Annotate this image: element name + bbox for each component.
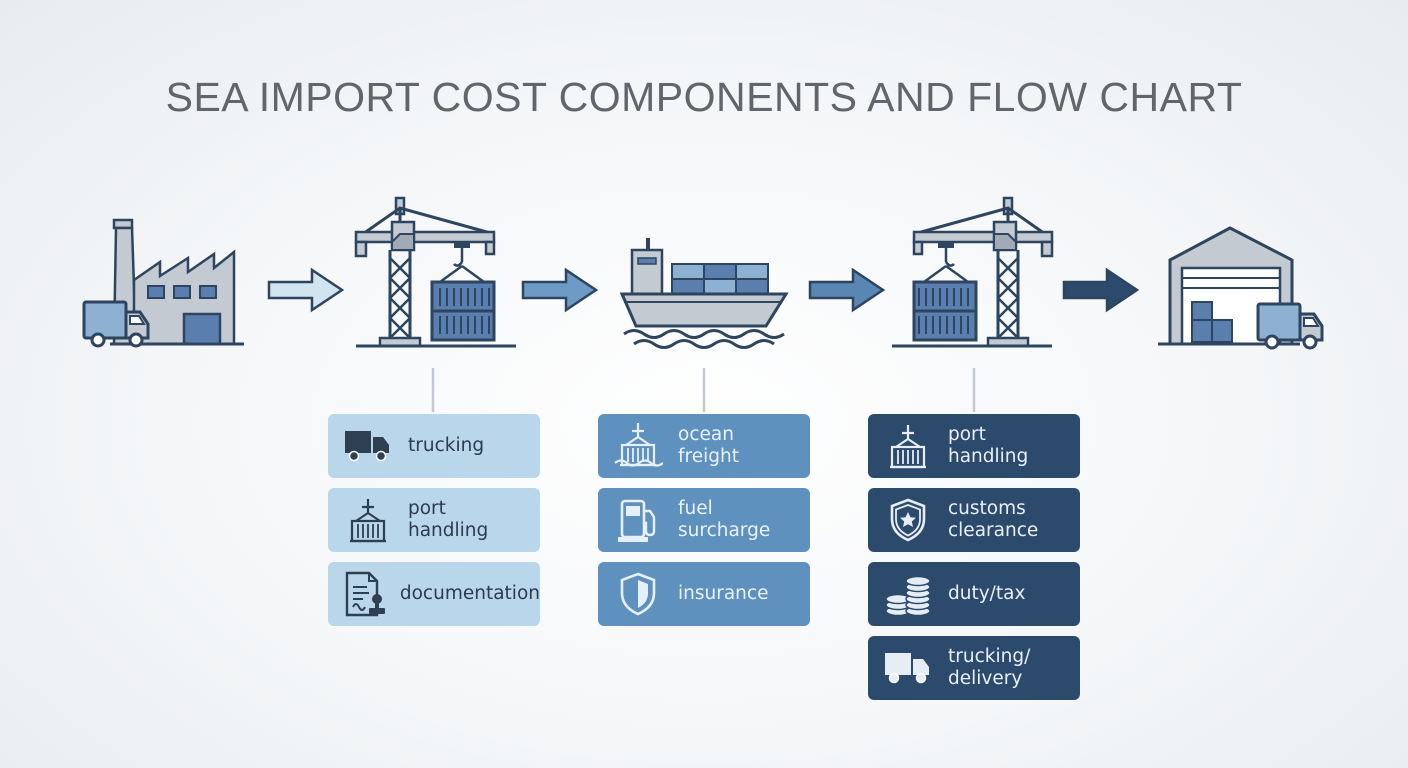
coin-stack-icon — [868, 571, 948, 617]
flow-arrow-2 — [521, 267, 599, 313]
cost-label: insurance — [678, 583, 769, 604]
flow-arrow-1 — [267, 267, 345, 313]
origin-port-crane-icon — [354, 196, 518, 348]
cost-card-dest-port-handling: port handling — [868, 414, 1080, 478]
crane-container-icon — [868, 423, 948, 469]
cost-label: duty/tax — [948, 583, 1026, 604]
cost-card-ocean-freight: ocean freight — [598, 414, 810, 478]
cost-label: ocean freight — [678, 424, 739, 467]
shield-icon — [598, 571, 678, 617]
cost-card-duty-tax: duty/tax — [868, 562, 1080, 626]
document-stamp-icon — [328, 571, 400, 617]
cost-card-documentation: documentation — [328, 562, 540, 626]
cost-label: documentation — [399, 583, 540, 604]
cost-card-trucking-delivery: trucking/ delivery — [868, 636, 1080, 700]
crane-container-icon — [328, 497, 408, 543]
cost-card-port-handling: port handling — [328, 488, 540, 552]
warehouse-with-truck-icon — [1158, 226, 1324, 350]
cost-label: customs clearance — [948, 498, 1039, 541]
container-on-waves-icon — [598, 423, 678, 469]
destination-port-crane-icon — [890, 196, 1054, 348]
truck-icon — [328, 429, 408, 463]
cost-card-customs-clearance: customs clearance — [868, 488, 1080, 552]
fuel-pump-icon — [598, 497, 678, 543]
factory-with-truck-icon — [82, 218, 244, 348]
cost-label: trucking — [408, 435, 485, 456]
truck-icon — [868, 651, 948, 685]
cost-label: fuel surcharge — [678, 498, 771, 541]
container-ship-icon — [619, 238, 789, 349]
cost-label: port handling — [408, 498, 489, 541]
flow-arrow-3 — [808, 267, 886, 313]
cost-label: trucking/ delivery — [948, 646, 1031, 689]
flow-arrow-4 — [1062, 267, 1140, 313]
badge-star-icon — [868, 497, 948, 543]
cost-card-insurance: insurance — [598, 562, 810, 626]
cost-card-fuel-surcharge: fuel surcharge — [598, 488, 810, 552]
cost-label: port handling — [948, 424, 1029, 467]
page-title: SEA IMPORT COST COMPONENTS AND FLOW CHAR… — [165, 74, 1243, 120]
cost-card-trucking: trucking — [328, 414, 540, 478]
